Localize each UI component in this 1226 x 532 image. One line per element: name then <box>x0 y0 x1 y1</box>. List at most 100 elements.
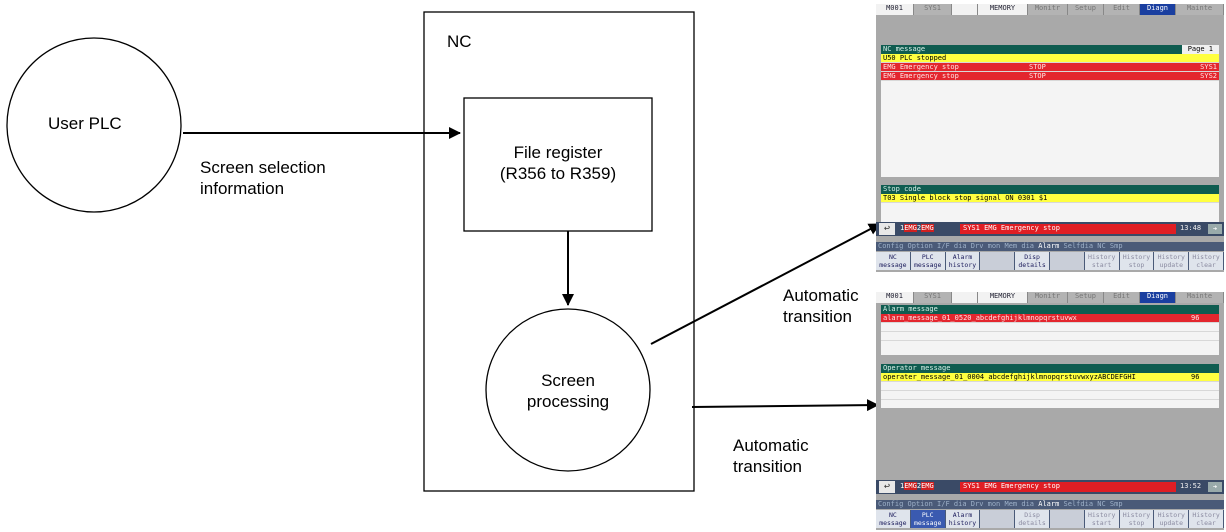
emergency-message: SYS1 EMG Emergency stop <box>960 482 1176 492</box>
auto1-line2: transition <box>783 307 852 326</box>
screen-selection-line1: Screen selection <box>200 158 326 177</box>
screen1-tab-monitr[interactable]: Monitr <box>1028 4 1068 15</box>
table-row <box>881 332 1219 341</box>
file-register-box <box>463 97 653 232</box>
auto2-line2: transition <box>733 457 802 476</box>
user-plc-label: User PLC <box>48 114 122 133</box>
operator-message-header: Operator message <box>881 364 1219 373</box>
file-register-label: File register (R356 to R359) <box>466 142 650 184</box>
back-arrow-icon[interactable]: ↩ <box>879 481 895 493</box>
screen2-tab-mainte[interactable]: Mainte <box>1176 292 1224 303</box>
screen2-status-bar: ↩ 1EMG2EMG SYS1 EMG Emergency stop 13:52… <box>876 480 1224 494</box>
softkey-blank[interactable] <box>1049 252 1084 270</box>
emg-indicator: 1EMG2EMG <box>900 224 934 232</box>
screen2-operator-panel: Operator message operater_message_01_000… <box>881 364 1219 408</box>
stop-code-row: T03 Single block stop signal ON 0301 $1 <box>881 194 1219 203</box>
screen1-tab-blank <box>952 4 978 15</box>
alarm-message-screen: M001 SYS1 MEMORY Monitr Setup Edit Diagn… <box>876 292 1224 530</box>
file-register-line1: File register <box>513 143 603 162</box>
screen2-tab-bar: M001 SYS1 MEMORY Monitr Setup Edit Diagn… <box>876 292 1224 303</box>
arrow-to-screen2 <box>691 399 879 412</box>
operator-row: operater_message_01_0004_abcdefghijklmno… <box>881 373 1219 382</box>
screen1-status-bar: ↩ 1EMG2EMG SYS1 EMG Emergency stop 13:48… <box>876 222 1224 236</box>
alarm-row: alarm_message_01_0520_abcdefghijklmnopqr… <box>881 314 1219 323</box>
screen2-menu-line: Config Option I/F dia Drv mon Mem dia Al… <box>876 500 1224 509</box>
screen2-alarm-panel: Alarm message alarm_message_01_0520_abcd… <box>881 305 1219 355</box>
screen2-tab-edit[interactable]: Edit <box>1104 292 1140 303</box>
screen2-tab-m001[interactable]: M001 <box>876 292 914 303</box>
automatic-transition-label-1: Automatic transition <box>783 285 859 327</box>
stop-code-header: Stop code <box>881 185 1219 194</box>
screen-selection-line2: information <box>200 179 285 198</box>
nc-box <box>423 11 695 492</box>
softkey-blank[interactable] <box>980 252 1015 270</box>
screen1-tab-bar: M001 SYS1 MEMORY Monitr Setup Edit Diagn… <box>876 4 1224 15</box>
screen2-tab-diagn[interactable]: Diagn <box>1140 292 1176 303</box>
clock: 13:48 <box>1180 224 1202 232</box>
screen1-tab-diagn[interactable]: Diagn <box>1140 4 1176 15</box>
clock: 13:52 <box>1180 482 1202 490</box>
next-arrow-icon[interactable]: ➜ <box>1208 482 1222 492</box>
nc-message-screen: M001 SYS1 MEMORY Monitr Setup Edit Diagn… <box>876 4 1224 272</box>
screen2-tab-blank <box>952 292 978 303</box>
screen1-stop-code-panel: Stop code T03 Single block stop signal O… <box>881 185 1219 223</box>
screen-processing-line1: Screen <box>541 371 595 390</box>
alarm-message-header: Alarm message <box>881 305 1219 314</box>
screen1-tab-edit[interactable]: Edit <box>1104 4 1140 15</box>
screen-processing-ellipse <box>485 308 651 472</box>
screen2-tab-monitr[interactable]: Monitr <box>1028 292 1068 303</box>
table-row <box>881 391 1219 400</box>
screen-processing-label: Screen processing <box>500 370 636 412</box>
next-arrow-icon[interactable]: ➜ <box>1208 224 1222 234</box>
auto1-line1: Automatic <box>783 286 859 305</box>
back-arrow-icon[interactable]: ↩ <box>879 223 895 235</box>
screen1-tab-m001[interactable]: M001 <box>876 4 914 15</box>
screen-processing-line2: processing <box>526 392 610 411</box>
arrow-to-screen1 <box>650 223 881 345</box>
softkey-blank[interactable] <box>1049 510 1084 528</box>
emergency-message: SYS1 EMG Emergency stop <box>960 224 1176 234</box>
screen1-tab-setup[interactable]: Setup <box>1068 4 1104 15</box>
screen1-tab-memory[interactable]: MEMORY <box>978 4 1028 15</box>
table-row: U50 PLC stopped <box>881 54 1219 63</box>
auto2-line1: Automatic <box>733 436 809 455</box>
screen2-tab-setup[interactable]: Setup <box>1068 292 1104 303</box>
screen-selection-label: Screen selection information <box>200 157 326 199</box>
nc-label: NC <box>447 32 472 51</box>
emg-indicator: 1EMG2EMG <box>900 482 934 490</box>
table-row <box>881 323 1219 332</box>
softkey-blank[interactable] <box>980 510 1015 528</box>
screen1-menu-line: Config Option I/F dia Drv mon Mem dia Al… <box>876 242 1224 251</box>
page-indicator: Page 1 <box>1181 45 1219 54</box>
table-row <box>881 382 1219 391</box>
screen2-tab-sys1[interactable]: SYS1 <box>914 292 952 303</box>
screen2-tab-memory[interactable]: MEMORY <box>978 292 1028 303</box>
file-register-line2: (R356 to R359) <box>499 164 617 183</box>
screen1-tab-sys1[interactable]: SYS1 <box>914 4 952 15</box>
screen1-tab-mainte[interactable]: Mainte <box>1176 4 1224 15</box>
automatic-transition-label-2: Automatic transition <box>733 435 809 477</box>
